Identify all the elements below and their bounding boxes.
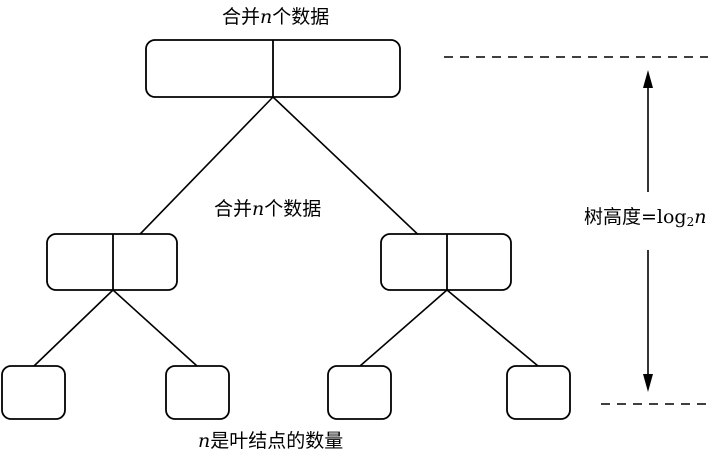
root-merge-label: 合并n个数据 <box>222 8 329 27</box>
height-arrow-down-head <box>643 374 653 392</box>
root-merge-label-suffix: 个数据 <box>272 6 330 28</box>
left-child-node <box>46 233 178 291</box>
edge-right-left <box>359 289 448 367</box>
edge-right-right <box>446 289 539 367</box>
root-node <box>145 39 401 98</box>
middle-merge-label-variable: n <box>252 198 265 220</box>
edge-left-right <box>112 289 198 367</box>
tree-height-label: 树高度=log2n <box>584 206 707 230</box>
leaf-node-2 <box>165 365 230 420</box>
height-arrow-up-head <box>643 70 653 88</box>
middle-merge-label-suffix: 个数据 <box>264 198 322 220</box>
edge-left-left <box>33 289 114 367</box>
tree-height-label-variable: n <box>694 206 707 228</box>
leaf-count-label-variable: n <box>198 430 211 452</box>
leaf-node-3 <box>327 365 392 420</box>
leaf-count-label-text: 是叶结点的数量 <box>210 430 344 452</box>
tree-height-label-subscript: 2 <box>686 215 695 229</box>
root-merge-label-prefix: 合并 <box>222 6 261 28</box>
root-merge-label-variable: n <box>260 6 273 28</box>
leaf-node-4 <box>506 365 571 420</box>
middle-merge-label-prefix: 合并 <box>214 198 253 220</box>
tree-height-label-text: 树高度=log <box>584 206 687 228</box>
leaf-node-1 <box>1 365 66 420</box>
leaf-count-label: n是叶结点的数量 <box>198 432 343 451</box>
middle-merge-label: 合并n个数据 <box>214 200 321 219</box>
right-child-node <box>380 233 512 291</box>
